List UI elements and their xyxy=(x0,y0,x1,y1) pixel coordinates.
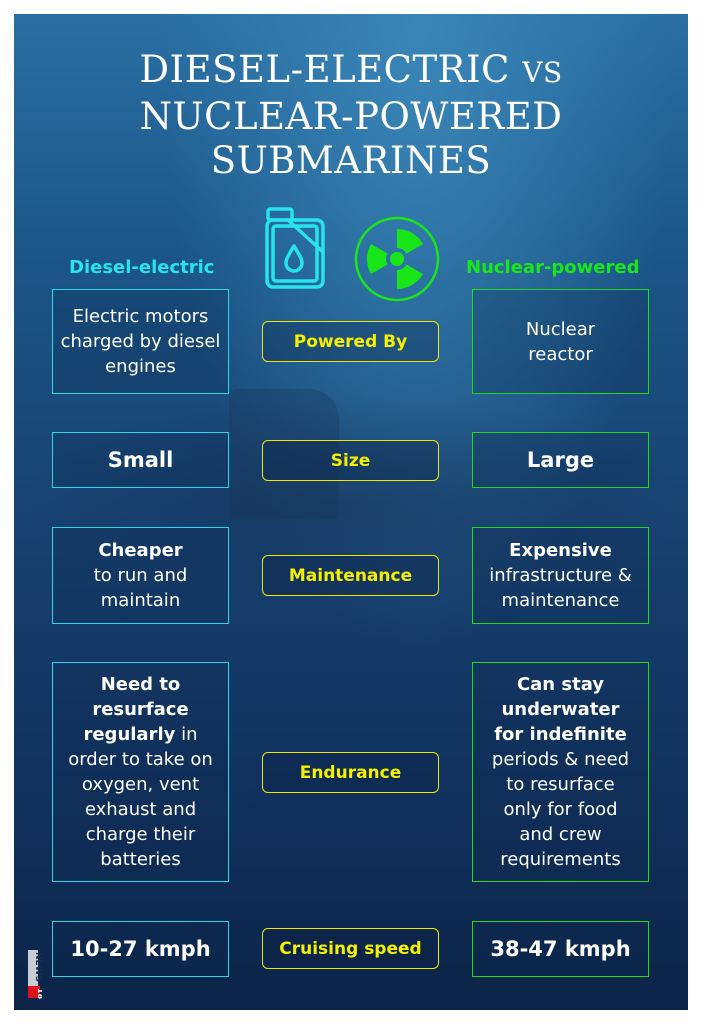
title-line2: NUCLEAR-POWERED xyxy=(139,95,563,138)
nuclear-endurance: Can stay underwater for indefinite perio… xyxy=(472,662,649,882)
nuclear-size: Large xyxy=(472,432,649,488)
radiation-icon xyxy=(354,216,440,302)
diesel-endurance: Need to resurface regularly in order to … xyxy=(52,662,229,882)
diesel-cruising-speed: 10-27 kmph xyxy=(52,921,229,977)
label-endurance: Endurance xyxy=(262,752,439,793)
label-maintenance: Maintenance xyxy=(262,555,439,596)
news18-logo: NEWS 18 xyxy=(28,950,42,1000)
header-diesel: Diesel-electric xyxy=(69,257,215,278)
title-line3: SUBMARINES xyxy=(210,139,492,182)
fuel-canister-icon xyxy=(265,207,325,289)
submarine-sail xyxy=(229,389,339,519)
svg-text:NEWS: NEWS xyxy=(33,952,42,982)
submarine-background xyxy=(14,394,688,614)
diesel-size: Small xyxy=(52,432,229,488)
infographic-poster: DIESEL-ELECTRIC VS NUCLEAR-POWERED SUBMA… xyxy=(14,14,688,1010)
label-powered-by: Powered By xyxy=(262,321,439,362)
svg-text:18: 18 xyxy=(36,988,42,1000)
title-vs: VS xyxy=(522,56,563,89)
page-title: DIESEL-ELECTRIC VS NUCLEAR-POWERED SUBMA… xyxy=(14,48,688,183)
label-cruising-speed: Cruising speed xyxy=(262,928,439,969)
label-size: Size xyxy=(262,440,439,481)
header-nuclear: Nuclear-powered xyxy=(466,257,640,278)
title-line1: DIESEL-ELECTRIC xyxy=(139,48,510,91)
diesel-powered-by: Electric motors charged by diesel engine… xyxy=(52,289,229,394)
nuclear-powered-by: Nuclear reactor xyxy=(472,289,649,394)
nuclear-cruising-speed: 38-47 kmph xyxy=(472,921,649,977)
